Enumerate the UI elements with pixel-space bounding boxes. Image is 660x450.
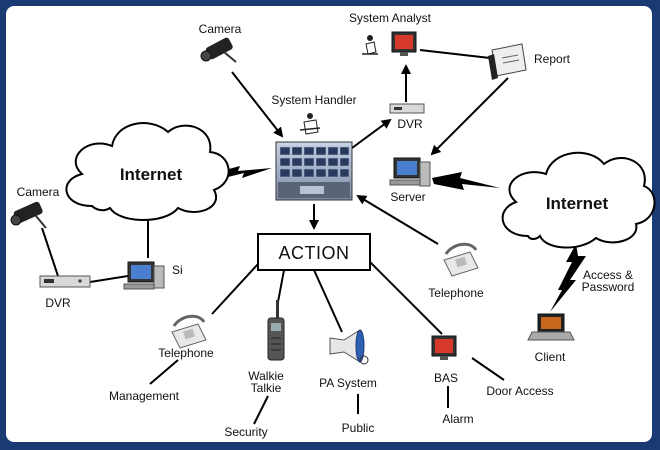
arrow-report-to-server xyxy=(430,77,509,156)
line-action-to-walkie xyxy=(277,269,285,303)
action-box: ACTION xyxy=(257,233,371,271)
action-label: ACTION xyxy=(278,243,349,263)
camera-left-label: Camera xyxy=(17,185,60,199)
telephone-left-label: Telephone xyxy=(158,346,214,360)
arrow-wall-to-dvr xyxy=(351,118,392,149)
line-telephone-to-management xyxy=(149,359,179,385)
line-action-to-pa xyxy=(313,269,343,333)
lightning-bolt-client xyxy=(550,244,586,312)
dvr-top-icon xyxy=(389,103,425,114)
management-label: Management xyxy=(109,389,180,403)
line-action-to-telephone xyxy=(211,263,259,315)
line-action-to-bas xyxy=(369,261,443,335)
lightning-bolt-right xyxy=(432,172,500,190)
pa-megaphone-icon xyxy=(329,329,369,365)
si-label: Si xyxy=(172,263,183,277)
system-analyst-icon xyxy=(362,31,417,56)
alarm-label: Alarm xyxy=(442,412,473,426)
internet-cloud-left: Internet xyxy=(65,122,230,221)
labels: Camera System Analyst Report System Hand… xyxy=(17,11,635,439)
walkie-label-line2: Talkie xyxy=(251,381,282,395)
internet-right-label: Internet xyxy=(546,194,609,213)
walkie-talkie-icon xyxy=(267,300,285,361)
bas-monitor-icon xyxy=(431,335,457,360)
telephone-right-icon xyxy=(443,242,479,277)
camera-top-label: Camera xyxy=(199,22,242,36)
camera-top-icon xyxy=(200,37,237,63)
access-label-line2: Password xyxy=(582,280,635,294)
client-label: Client xyxy=(535,350,566,364)
si-computer-icon xyxy=(123,261,165,290)
bas-label: BAS xyxy=(434,371,458,385)
pa-system-label: PA System xyxy=(319,376,377,390)
system-handler-label: System Handler xyxy=(271,93,356,107)
internet-cloud-right: Internet xyxy=(501,151,656,249)
server-icon xyxy=(389,157,431,187)
door-access-label: Door Access xyxy=(486,384,553,398)
dvr-left-label: DVR xyxy=(45,296,71,310)
arrow-telephone-to-wall xyxy=(356,194,439,245)
internet-left-label: Internet xyxy=(120,165,183,184)
line-camera-to-dvr xyxy=(41,227,59,277)
arrow-camera-to-wall xyxy=(231,71,284,138)
system-analyst-label: System Analyst xyxy=(349,11,432,25)
system-handler-icon xyxy=(299,113,321,135)
line-dvr-to-si xyxy=(89,275,129,283)
telephone-right-label: Telephone xyxy=(428,286,484,300)
dvr-left-icon xyxy=(39,275,91,288)
line-walkie-to-security xyxy=(253,395,269,425)
telephone-left-icon xyxy=(171,314,207,349)
line-bas-to-door xyxy=(471,357,505,381)
report-icon xyxy=(488,43,527,80)
server-label: Server xyxy=(390,190,425,204)
dvr-top-label: DVR xyxy=(397,117,423,131)
public-label: Public xyxy=(342,421,375,435)
video-wall-monitor-icon xyxy=(275,141,353,201)
camera-left-icon xyxy=(10,201,47,229)
access-label-line1: Access & xyxy=(583,268,633,282)
report-label: Report xyxy=(534,52,571,66)
walkie-label-line1: Walkie xyxy=(248,369,284,383)
client-laptop-icon xyxy=(527,313,575,341)
line-analyst-to-report xyxy=(419,49,491,59)
security-label: Security xyxy=(224,425,267,439)
